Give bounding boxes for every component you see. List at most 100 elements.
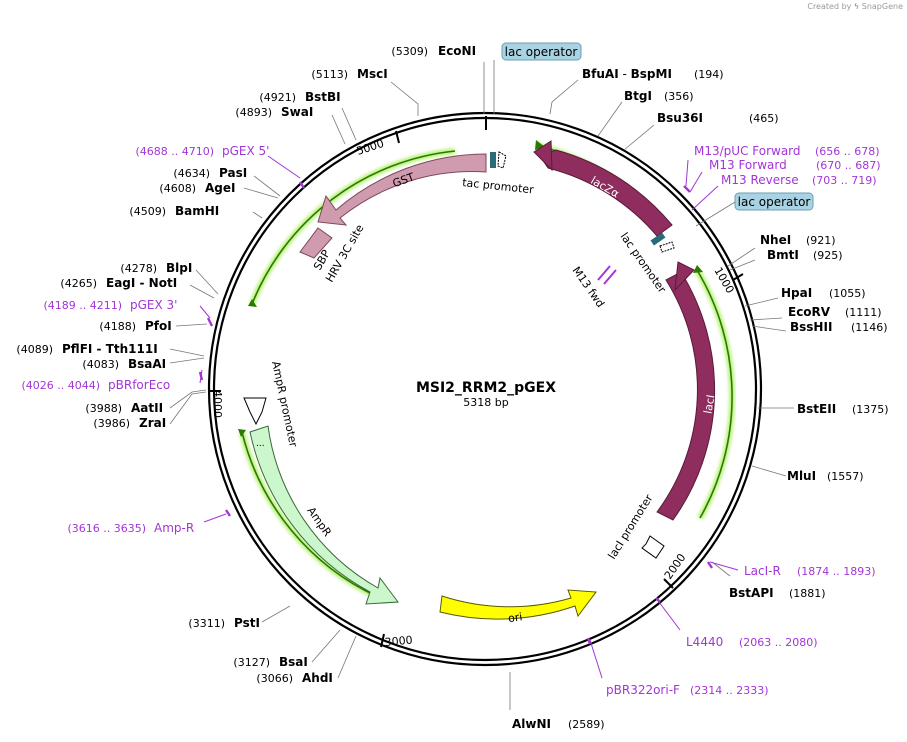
svg-text:AgeI: AgeI (205, 181, 235, 195)
site-BssHII: BssHII (1146) (790, 320, 888, 334)
svg-text:(1557): (1557) (827, 470, 864, 483)
site-MscI: (5113) MscI (311, 67, 387, 81)
svg-text:Bsu36I: Bsu36I (657, 111, 703, 125)
svg-text:(4634): (4634) (173, 167, 210, 180)
primer-L4440: L4440 (2063 .. 2080) (686, 635, 818, 649)
primer-leaders (199, 155, 739, 679)
svg-text:(4688 .. 4710): (4688 .. 4710) (135, 145, 214, 158)
site-BlpI: (4278) BlpI (120, 261, 192, 275)
site-leaders (169, 62, 794, 710)
m13-fwd-label: M13 fwd (570, 264, 607, 310)
primer-pBRforEco: (4026 .. 4044) pBRforEco (21, 378, 170, 392)
site-SwaI: (4893) SwaI (235, 105, 313, 119)
site-EagI-NotI: (4265) EagI - NotI (60, 276, 177, 290)
svg-text:Amp-R: Amp-R (154, 521, 194, 535)
ori-label: ori (507, 610, 523, 625)
svg-text:BtgI: BtgI (624, 89, 652, 103)
svg-text:(4265): (4265) (60, 277, 97, 290)
feature-lacI[interactable]: lacI (656, 261, 718, 521)
svg-text:BmtI: BmtI (767, 248, 799, 262)
credit-brand: SnapGene (861, 2, 903, 11)
lac-operator-top: lac operator (493, 42, 582, 114)
site-BstEII: BstEII (1375) (797, 402, 889, 416)
site-BtgI: BtgI (356) (624, 89, 694, 103)
primer-M13-Reverse: M13 Reverse (703 .. 719) (721, 173, 877, 187)
lacI-label: lacI (701, 394, 717, 415)
svg-text:BstBI: BstBI (305, 90, 341, 104)
svg-text:PasI: PasI (219, 166, 247, 180)
site-BsaAI: (4083) BsaAI (82, 357, 166, 371)
site-PasI: (4634) PasI (173, 166, 247, 180)
svg-text:BstEII: BstEII (797, 402, 836, 416)
primer-M13-pUC-Forward: M13/pUC Forward (656 .. 678) (694, 144, 880, 158)
site-EcoNI: (5309) EcoNI (391, 44, 476, 58)
svg-text:(2589): (2589) (568, 718, 605, 731)
plasmid-name: MSI2_RRM2_pGEX (416, 380, 556, 396)
svg-text:BsaI: BsaI (279, 655, 308, 669)
svg-text:M13 Forward: M13 Forward (709, 158, 787, 172)
svg-text:(5113): (5113) (311, 68, 348, 81)
svg-text:(1111): (1111) (845, 306, 882, 319)
plasmid-length: 5318 bp (463, 396, 508, 409)
primer-Amp-R: (3616 .. 3635) Amp-R (67, 521, 194, 535)
svg-text:(356): (356) (664, 90, 694, 103)
svg-text:pGEX 3': pGEX 3' (130, 298, 177, 312)
tick-2000: 2000 (662, 551, 689, 581)
site-AatII: (3988) AatII (85, 401, 163, 415)
tick-marks (209, 116, 744, 648)
feature-sbp[interactable] (299, 227, 333, 259)
svg-text:LacI-R: LacI-R (744, 564, 781, 578)
svg-text:ZraI: ZraI (139, 416, 166, 430)
svg-text:(4278): (4278) (120, 262, 157, 275)
site-PflFI-Tth111I: (4089) PflFI - Tth111I (16, 342, 157, 356)
svg-text:(4189 .. 4211): (4189 .. 4211) (43, 299, 122, 312)
site-PstI: (3311) PstI (188, 616, 260, 630)
m13-fwd-marker (597, 265, 617, 285)
site-NheI: NheI (921) (760, 233, 836, 247)
svg-text:M13/pUC Forward: M13/pUC Forward (694, 144, 801, 158)
svg-text:BfuAI - BspMI: BfuAI - BspMI (582, 67, 672, 81)
ampr-promoter-label: AmpR promoter (269, 360, 300, 449)
sites-left: (5309) EcoNI (5113) MscI (4921) BstBI (4… (16, 44, 476, 685)
svg-text:(703 .. 719): (703 .. 719) (812, 174, 877, 187)
svg-text:(3988): (3988) (85, 402, 122, 415)
svg-text:M13 Reverse: M13 Reverse (721, 173, 799, 187)
svg-text:(3127): (3127) (233, 656, 270, 669)
svg-text:(5309): (5309) (391, 45, 428, 58)
site-EcoRV: EcoRV (1111) (788, 305, 882, 319)
svg-text:(4509): (4509) (129, 205, 166, 218)
tick-4000: 4000 (211, 390, 224, 418)
primer-LacI-R: LacI-R (1874 .. 1893) (744, 564, 876, 578)
sites-right: BfuAI - BspMI (194) BtgI (356) Bsu36I (4… (512, 67, 889, 731)
feature-ori[interactable]: ori (439, 589, 597, 625)
svg-text:L4440: L4440 (686, 635, 723, 649)
svg-text:PfoI: PfoI (145, 319, 172, 333)
tick-5000: 5000 (355, 137, 386, 158)
svg-text:(3311): (3311) (188, 617, 225, 630)
primer-M13-Forward: M13 Forward (670 .. 687) (709, 158, 881, 172)
svg-text:pGEX 5': pGEX 5' (222, 144, 269, 158)
svg-text:(465): (465) (749, 112, 779, 125)
credit-prefix: Created by (807, 2, 852, 11)
site-BstAPI: BstAPI (1881) (729, 586, 826, 600)
svg-text:(1146): (1146) (851, 321, 888, 334)
feature-AmpR[interactable]: AmpR (249, 425, 399, 605)
svg-text:(921): (921) (806, 234, 836, 247)
feature-lacZa[interactable]: lacZα (533, 140, 673, 237)
primer-pBR322ori-F: pBR322ori-F (2314 .. 2333) (606, 683, 769, 697)
svg-text:SwaI: SwaI (281, 105, 313, 119)
svg-text:PstI: PstI (234, 616, 260, 630)
svg-text:PflFI - Tth111I: PflFI - Tth111I (62, 342, 158, 356)
site-BfuAI-BspMI: BfuAI - BspMI (194) (582, 67, 724, 81)
snapgene-credit: Created by ϟ SnapGene (807, 2, 903, 11)
site-HpaI: HpaI (1055) (781, 286, 866, 300)
svg-text:(3066): (3066) (256, 672, 293, 685)
site-BstBI: (4921) BstBI (259, 90, 340, 104)
svg-text:AlwNI: AlwNI (512, 717, 551, 731)
site-PfoI: (4188) PfoI (99, 319, 171, 333)
lac-operator-right: lac operator (695, 192, 814, 227)
svg-text:(925): (925) (813, 249, 843, 262)
lac-promoter-marker (650, 232, 675, 253)
svg-text:(1375): (1375) (852, 403, 889, 416)
site-AgeI: (4608) AgeI (159, 181, 235, 195)
